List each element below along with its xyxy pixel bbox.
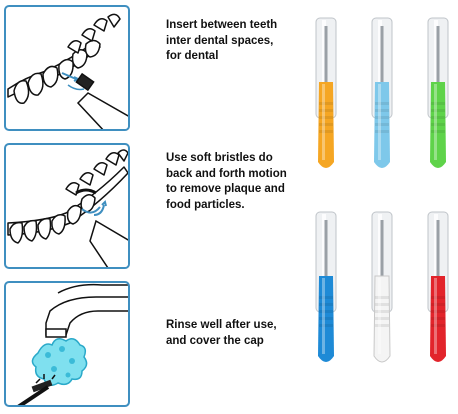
brush-orange: [315, 17, 337, 168]
brush-motion-icon: [7, 149, 128, 267]
brush-between-teeth-icon: [7, 13, 128, 129]
step-1-text: Insert between teeth inter dental spaces…: [166, 19, 278, 62]
brush-light-blue: [371, 17, 393, 168]
brush-red: [427, 211, 449, 362]
step-2-text: Use soft bristles do back and forth moti…: [166, 152, 287, 211]
brush-white: [371, 211, 393, 363]
brush-blue: [315, 211, 337, 362]
step-2-illustration: [4, 143, 130, 269]
step-1-illustration: [4, 5, 130, 131]
interdental-brushes-photo: [296, 0, 458, 414]
step-3-illustration: [4, 281, 130, 407]
rinse-under-faucet-icon: [17, 283, 128, 405]
brush-green: [427, 17, 449, 168]
step-3-text: Rinse well after use, and cover the cap: [166, 319, 277, 347]
